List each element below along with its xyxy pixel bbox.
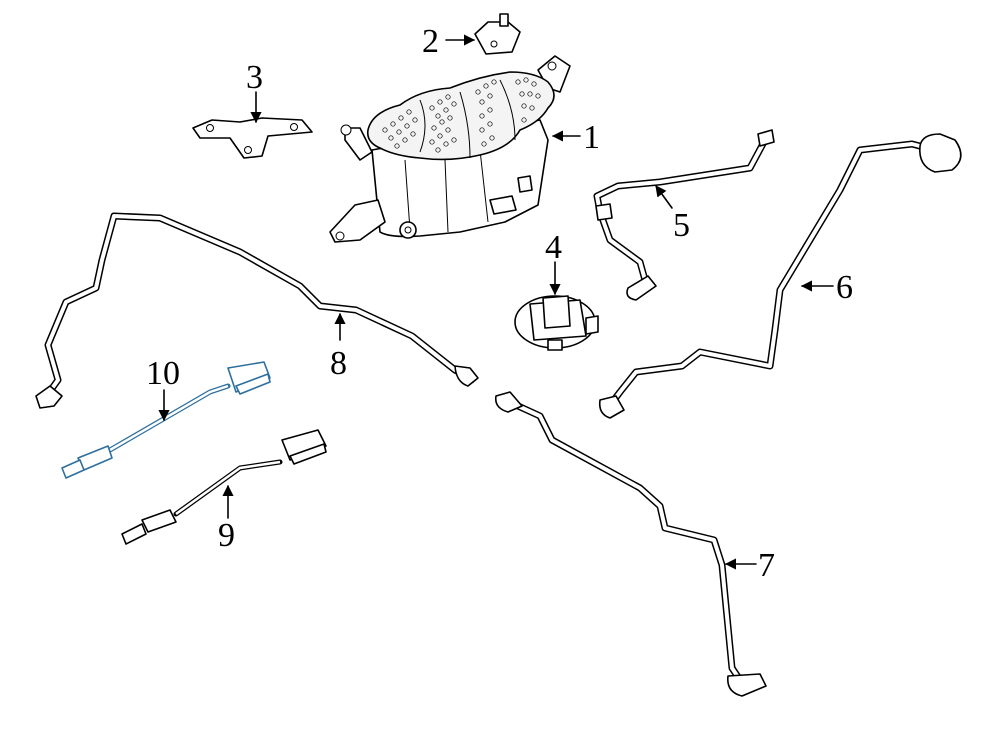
callout-8: 8	[330, 345, 347, 382]
flat-bracket-part-3[interactable]	[192, 117, 313, 159]
callout-leaders	[158, 34, 834, 570]
hose-part-5[interactable]	[593, 129, 775, 301]
callout-6: 6	[836, 269, 853, 306]
valve-part-4[interactable]	[514, 295, 599, 351]
oxygen-sensor-part-9[interactable]	[121, 429, 327, 545]
callout-9: 9	[218, 517, 235, 554]
callout-2: 2	[422, 23, 439, 60]
callout-7: 7	[758, 547, 775, 584]
vapor-canister-part-1[interactable]	[329, 55, 571, 243]
pipe-part-6[interactable]	[598, 133, 962, 419]
callout-4: 4	[545, 229, 562, 266]
callout-10: 10	[146, 355, 180, 392]
pipe-part-8[interactable]	[35, 212, 479, 409]
mount-bracket-part-2[interactable]	[474, 13, 521, 55]
callout-1: 1	[583, 119, 600, 156]
oxygen-sensor-part-10[interactable]	[61, 361, 271, 479]
pipe-part-7[interactable]	[494, 391, 767, 697]
callout-5: 5	[673, 207, 690, 244]
callout-3: 3	[246, 59, 263, 96]
